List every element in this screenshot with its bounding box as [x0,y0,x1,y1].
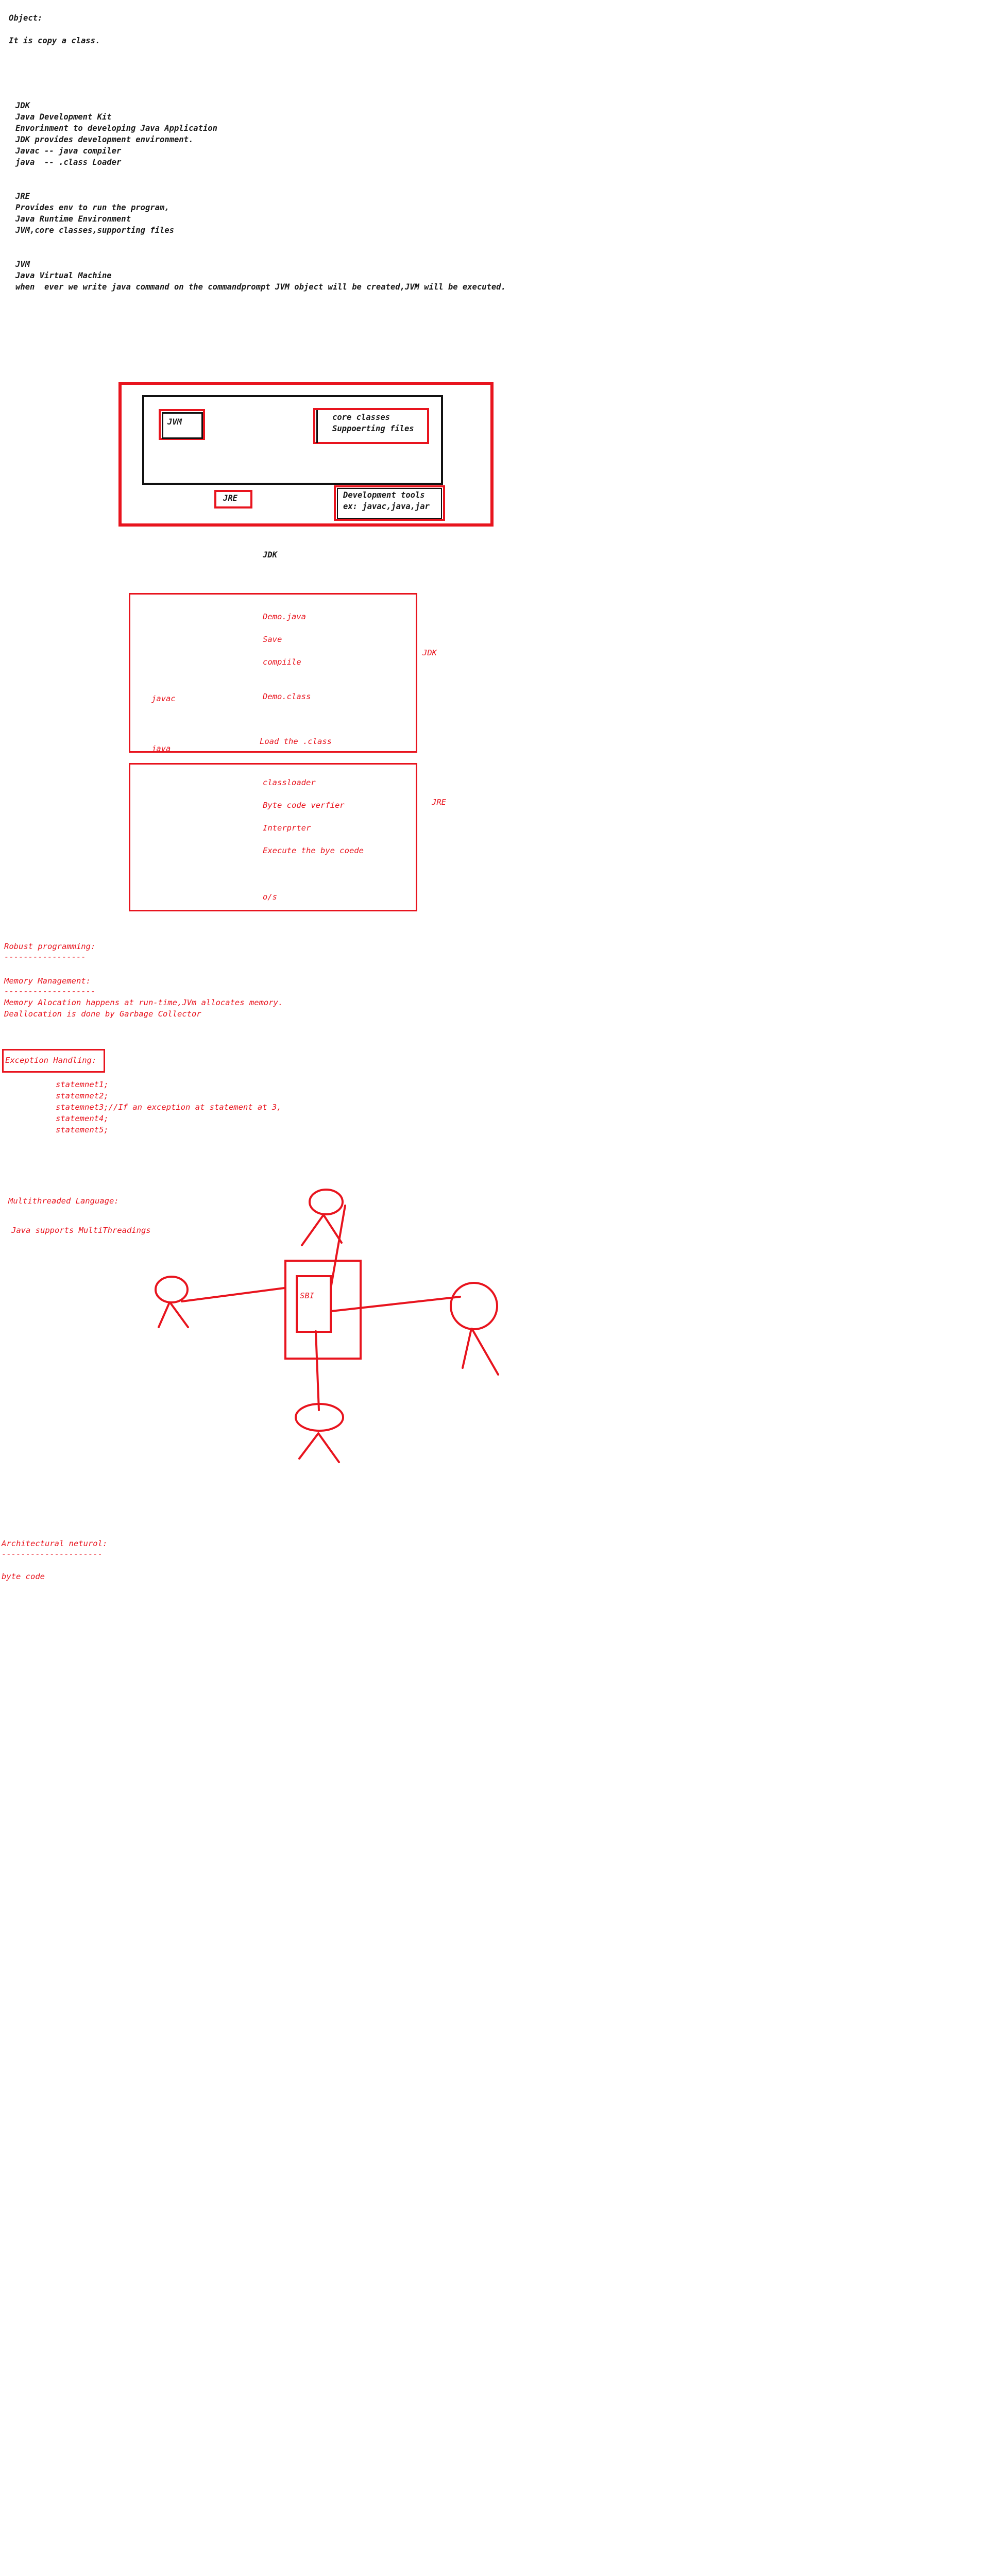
user-head-top [309,1189,344,1215]
flow-step-source: Demo.java [263,612,306,621]
jvm-note-line: when ever we write java command on the c… [15,282,506,292]
architecture-caption: JDK [263,550,277,560]
jdk-note-line: Java Development Kit [15,112,112,122]
jvm-note-line: Java Virtual Machine [15,271,112,280]
dev-tools-inner-box [337,488,442,519]
exception-statement: statemnet1; [56,1080,109,1089]
flow-step-os: o/s [263,892,277,902]
object-definition: It is copy a class. [9,36,100,45]
user-legs-right [462,1328,499,1376]
jre-side-label: JRE [432,798,446,807]
jre-note-line: JRE [15,192,30,201]
jdk-flow-box [129,593,417,753]
flow-step-classloader: classloader [263,778,316,787]
flow-step-class-file: Demo.class [263,692,311,701]
user-legs-left [158,1301,189,1328]
flow-step-compile: compiile [263,657,301,667]
user-head-right [450,1282,498,1330]
flow-step-verifier: Byte code verfier [263,801,345,810]
jvm-note-line: JVM [15,260,30,269]
exception-heading: Exception Handling: [5,1056,97,1065]
javac-label: javac [151,694,176,703]
jre-note-line: Provides env to run the program, [15,203,169,212]
dev-tools-example-line: ex: javac,java,jar [343,502,430,511]
multithread-text: Java supports MultiThreadings [11,1226,151,1235]
arch-neutral-heading: Architectural neturol: [2,1539,108,1548]
jdk-note-line: Envorinment to developing Java Applicati… [15,124,217,133]
flow-step-execute: Execute the bye coede [263,846,364,855]
flow-step-interpreter: Interprter [263,823,311,833]
jdk-note-line: java -- .class Loader [15,158,122,167]
jdk-note-line: Javac -- java compiler [15,146,122,156]
flow-step-save: Save [263,635,282,644]
thread-line-right [330,1296,461,1312]
exception-heading-box [2,1049,105,1073]
core-classes-box [313,408,429,444]
supporting-files-line: Suppoerting files [332,424,414,433]
core-classes-inner-line [316,410,426,443]
user-head-left [155,1276,189,1303]
robust-underline: ----------------- [4,952,86,961]
jre-note-line: Java Runtime Environment [15,214,131,224]
exception-statement: statemnet2; [56,1091,109,1100]
jdk-note-line: JDK [15,101,30,110]
memory-line: Memory Alocation happens at run-time,JVm… [4,998,283,1007]
memory-heading: Memory Management: [4,976,91,986]
thread-line-top [330,1205,346,1286]
dev-tools-line: Development tools [343,490,425,500]
jre-inner-box [142,395,443,485]
jvm-inner-box [162,412,203,439]
exception-statement: statement5; [56,1125,109,1134]
jre-flow-box [129,763,417,911]
bank-door-shape [296,1275,332,1333]
exception-statement: statement4; [56,1114,109,1123]
load-class-label: Load the .class [260,737,332,746]
arch-neutral-underline: --------------------- [2,1549,103,1558]
java-label: java [151,744,171,753]
exception-statement: statemnet3;//If an exception at statemen… [56,1103,282,1112]
memory-line: Deallocation is done by Garbage Collecto… [4,1009,201,1019]
jre-box [214,490,252,509]
dev-tools-box [334,485,445,521]
jdk-side-label: JDK [422,648,437,657]
multithread-heading: Multithreaded Language: [8,1196,119,1206]
object-heading: Object: [9,13,43,23]
jdk-outer-box [118,382,494,527]
bank-label: SBI [300,1291,314,1300]
core-classes-line: core classes [332,413,390,422]
jvm-label: JVM [167,417,182,427]
user-legs-bottom [298,1432,340,1463]
jre-label: JRE [223,494,237,503]
user-legs-top [301,1214,343,1246]
bank-building-shape [284,1260,362,1360]
robust-heading: Robust programming: [4,942,96,951]
jdk-note-line: JDK provides development environment. [15,135,194,144]
arch-neutral-text: byte code [2,1572,45,1581]
thread-line-left [181,1287,285,1302]
thread-line-bottom [315,1330,320,1411]
jre-note-line: JVM,core classes,supporting files [15,226,174,235]
memory-underline: ------------------- [4,987,96,996]
jvm-box [159,409,205,440]
